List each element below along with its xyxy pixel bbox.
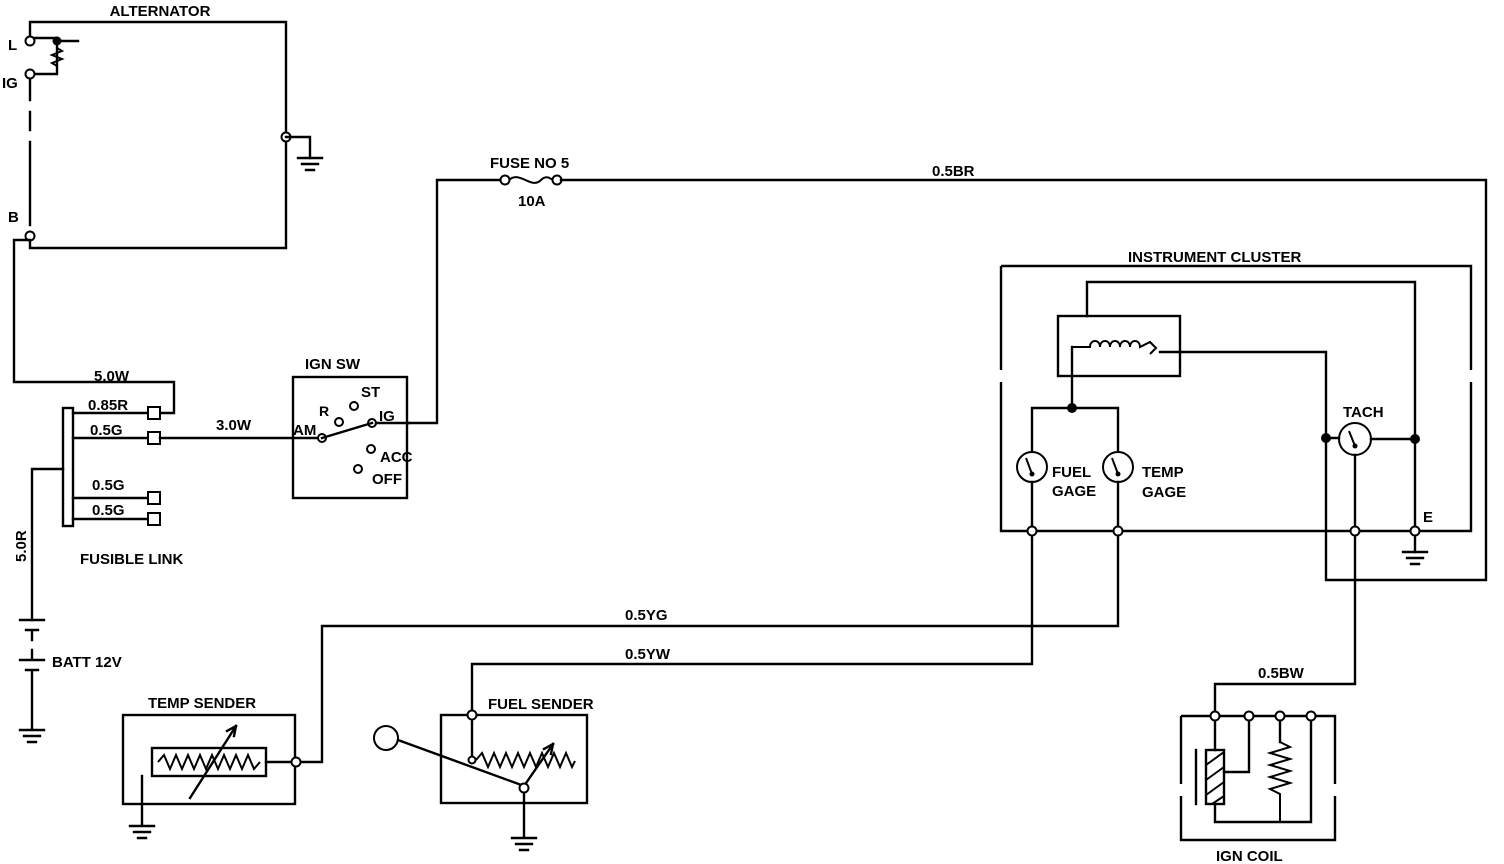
battery: BATT 12V: [18, 618, 122, 744]
ign-coil: IGN COIL: [1179, 710, 1337, 864]
ign-sw-am: AM: [293, 422, 316, 439]
ign-sw-contact: [320, 421, 374, 440]
wire-ign-to-fuse: [407, 178, 503, 425]
tach-label: TACH: [1343, 404, 1384, 421]
ign-sw-ig: IG: [379, 408, 395, 425]
fuel-gage-label-2: GAGE: [1052, 483, 1096, 500]
ign-coil-label: IGN COIL: [1216, 848, 1283, 864]
fusible-link: 0.85R 0.5G 0.5G 0.5G FUSIBLE LINK: [61, 397, 183, 568]
alternator-coil: [49, 47, 65, 74]
wire-0-5br: [559, 178, 1488, 582]
fuel-sender: FUEL SENDER: [373, 696, 594, 852]
alternator-terminal-b: B: [8, 209, 19, 226]
fusible-link-block: [61, 406, 75, 528]
wire-0-5yg: [298, 534, 1120, 764]
temp-gage-label-1: TEMP: [1142, 464, 1184, 481]
temp-sender: TEMP SENDER: [121, 695, 302, 840]
fuse-icon: [508, 176, 554, 184]
ign-sw-r: R: [319, 403, 329, 419]
fusible-link-label: FUSIBLE LINK: [80, 551, 183, 568]
battery-icon: [18, 618, 46, 730]
alternator-outline: [28, 20, 288, 250]
fuse-no-5: FUSE NO 5 10A: [490, 155, 569, 210]
fuse-label: FUSE NO 5: [490, 155, 569, 172]
regulator-coil-icon: [1072, 340, 1158, 355]
wire-label-0-5yg: 0.5YG: [625, 607, 668, 624]
ign-sw-st: ST: [361, 384, 380, 401]
ground-e-label: E: [1423, 509, 1433, 526]
voltage-regulator-box: [1056, 314, 1182, 378]
fuel-sender-label: FUEL SENDER: [488, 696, 594, 713]
temp-sender-ground-icon: [128, 824, 156, 840]
instrument-cluster-label: INSTRUMENT CLUSTER: [1128, 249, 1301, 266]
wire-0-5yw: [470, 534, 1034, 714]
ign-sw-off: OFF: [372, 471, 402, 488]
fuel-sender-box: [439, 713, 589, 805]
temp-gage-icon: [1102, 451, 1134, 483]
fuse-rating: 10A: [518, 193, 546, 210]
wire-label-0-5g-1: 0.5G: [90, 422, 123, 439]
ign-sw-box: [291, 375, 409, 500]
wire-label-0-5g-2: 0.5G: [92, 477, 125, 494]
alternator-terminal-ig: IG: [2, 75, 18, 92]
wire-label-0-5br: 0.5BR: [932, 163, 975, 180]
fuel-sender-ground-icon: [510, 836, 538, 852]
fuel-gage-label-1: FUEL: [1052, 464, 1091, 481]
wire-5-0r: [30, 467, 65, 622]
cluster-ground-icon: [1401, 550, 1429, 566]
alternator-label: ALTERNATOR: [110, 3, 211, 20]
temp-gage-label-2: GAGE: [1142, 484, 1186, 501]
wire-label-0-85r: 0.85R: [88, 397, 128, 414]
temp-sender-label: TEMP SENDER: [148, 695, 256, 712]
wire-5-0w: [12, 238, 176, 415]
wire-label-5-0w: 5.0W: [94, 368, 130, 385]
alternator-ground-icon: [296, 156, 324, 172]
ign-sw-acc: ACC: [380, 449, 413, 466]
battery-label: BATT 12V: [52, 654, 122, 671]
wire-label-0-5bw: 0.5BW: [1258, 665, 1305, 682]
coil-resistor-icon: [1266, 741, 1294, 822]
tach-icon: [1338, 422, 1372, 456]
battery-ground-icon: [18, 728, 46, 744]
wire-0-5bw: [1213, 534, 1357, 714]
alternator-terminal-l: L: [8, 37, 17, 54]
wire-label-0-5g-3: 0.5G: [92, 502, 125, 519]
ignition-switch: IGN SW AM R ST IG ACC OFF: [291, 356, 413, 500]
float-icon: [373, 725, 399, 751]
wire-label-5-0r: 5.0R: [13, 530, 30, 562]
wire-label-0-5yw: 0.5YW: [625, 646, 671, 663]
ign-sw-label: IGN SW: [305, 356, 361, 373]
alternator: ALTERNATOR L IG B: [2, 3, 324, 250]
fuel-gage-icon: [1016, 451, 1048, 483]
instrument-cluster: INSTRUMENT CLUSTER FUEL GAGE TEMP GAGE T…: [999, 249, 1473, 566]
ign-coil-box: [1179, 714, 1337, 842]
wire-label-3-0w: 3.0W: [216, 417, 252, 434]
instrument-cluster-box: [999, 264, 1473, 533]
